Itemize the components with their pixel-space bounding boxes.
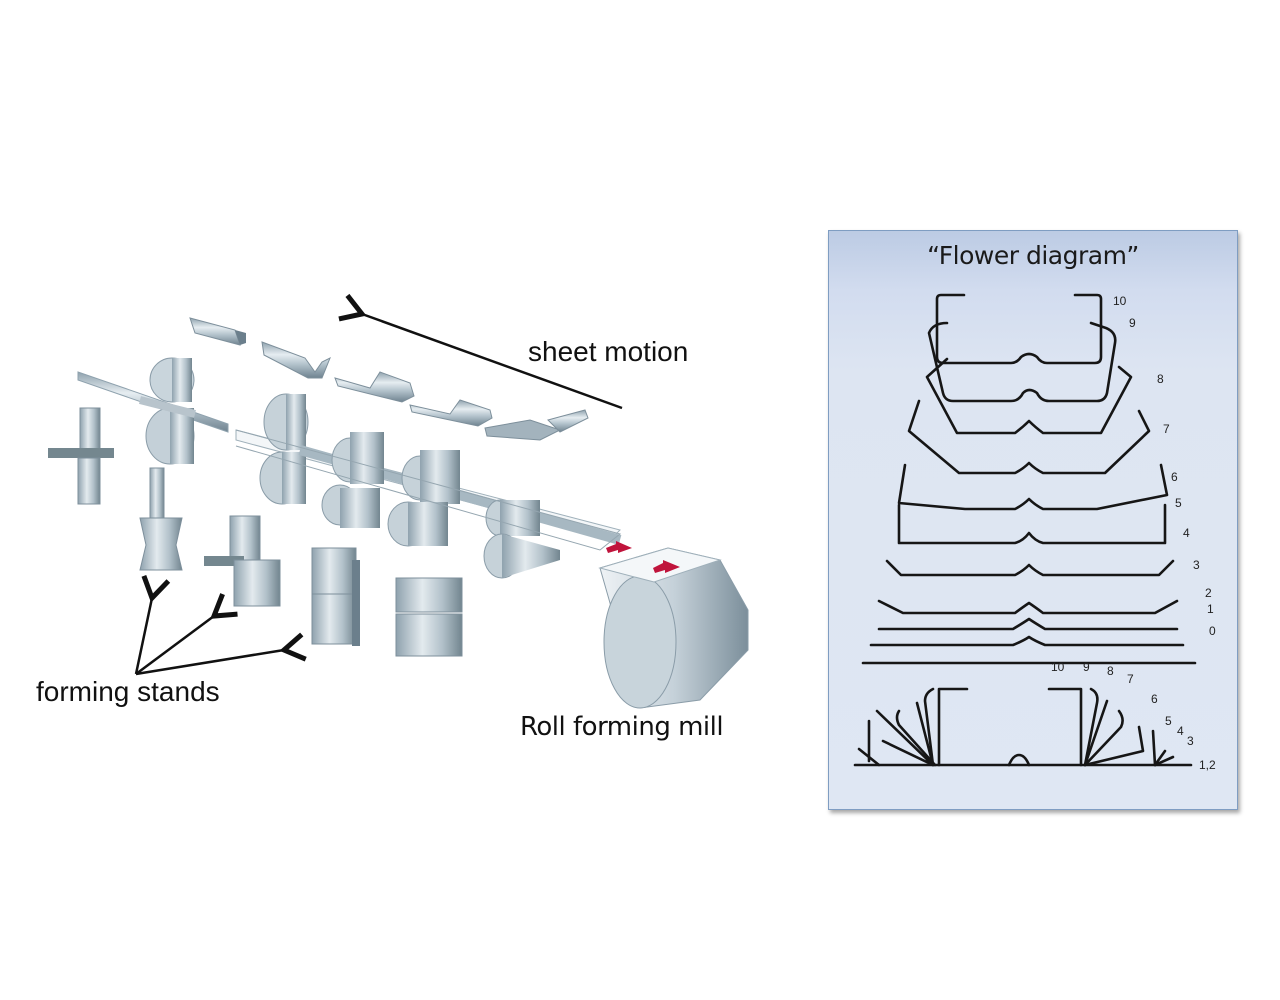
- stage-label-5: 5: [1175, 496, 1182, 510]
- stage-label-9: 9: [1129, 316, 1136, 330]
- stage-label-0: 0: [1209, 624, 1216, 638]
- roll-cross-section-1: [48, 407, 114, 505]
- profile-stage-7: [409, 399, 493, 427]
- profile-8: [925, 357, 1133, 435]
- feed-arrow-2: [653, 560, 680, 573]
- profile-5: [897, 503, 1167, 545]
- overlay-label-9: 9: [1083, 660, 1090, 674]
- overlay-label-10: 10: [1051, 660, 1065, 674]
- forming-stands-pointers: [134, 574, 307, 676]
- stage-label-8: 8: [1157, 372, 1164, 386]
- profile-2: [877, 617, 1179, 631]
- forming-stand-c: [311, 547, 360, 646]
- overlay-label-8: 8: [1107, 664, 1114, 678]
- profile-6: [897, 463, 1169, 511]
- roll-forming-mill-label: Roll forming mill: [520, 712, 724, 742]
- flower-diagram-drawing: 10 9 8 7 6 5 4 3 2 1 0 10 9 8 7 6 5 4 3 …: [853, 293, 1216, 772]
- forming-stand-a: [139, 467, 183, 571]
- flower-diagram-panel: “Flower diagram”: [828, 230, 1238, 810]
- stage-label-10: 10: [1113, 294, 1127, 308]
- profile-stage-6: [484, 409, 589, 441]
- profile-10: [935, 293, 1103, 365]
- stage-label-3: 3: [1193, 558, 1200, 572]
- sheet-motion-label: sheet motion: [528, 336, 689, 367]
- overlay-label-4: 4: [1177, 724, 1184, 738]
- forming-stands-label: forming stands: [36, 676, 220, 707]
- overlay-flower: [853, 687, 1193, 767]
- stage-label-4: 4: [1183, 526, 1190, 540]
- overlay-label-5: 5: [1165, 714, 1172, 728]
- profile-stage-8: [334, 371, 415, 403]
- forming-stand-b: [204, 515, 281, 607]
- profile-1: [869, 635, 1185, 647]
- overlay-label-6: 6: [1151, 692, 1158, 706]
- stage-label-7: 7: [1163, 422, 1170, 436]
- profile-9: [927, 321, 1117, 403]
- stage-label-2: 2: [1205, 586, 1212, 600]
- stage-label-1: 1: [1207, 602, 1214, 616]
- overlay-label-7: 7: [1127, 672, 1134, 686]
- roller-stand-left: [77, 357, 229, 465]
- flower-diagram-title: “Flower diagram”: [927, 241, 1139, 270]
- forming-stand-d: [395, 577, 463, 657]
- overlay-label-3: 3: [1187, 734, 1194, 748]
- profile-stage-9: [261, 341, 331, 379]
- profile-stage-10: [189, 317, 246, 346]
- profile-4: [885, 559, 1175, 577]
- sheet-motion-arrow: [338, 293, 623, 410]
- profile-7: [907, 399, 1151, 475]
- profile-3: [877, 599, 1179, 615]
- sheet-coil: [598, 547, 749, 709]
- main-roller-assembly: [235, 393, 622, 579]
- stage-label-6: 6: [1171, 470, 1178, 484]
- feed-arrow-1: [606, 541, 632, 553]
- overlay-label-1-2: 1,2: [1199, 758, 1216, 772]
